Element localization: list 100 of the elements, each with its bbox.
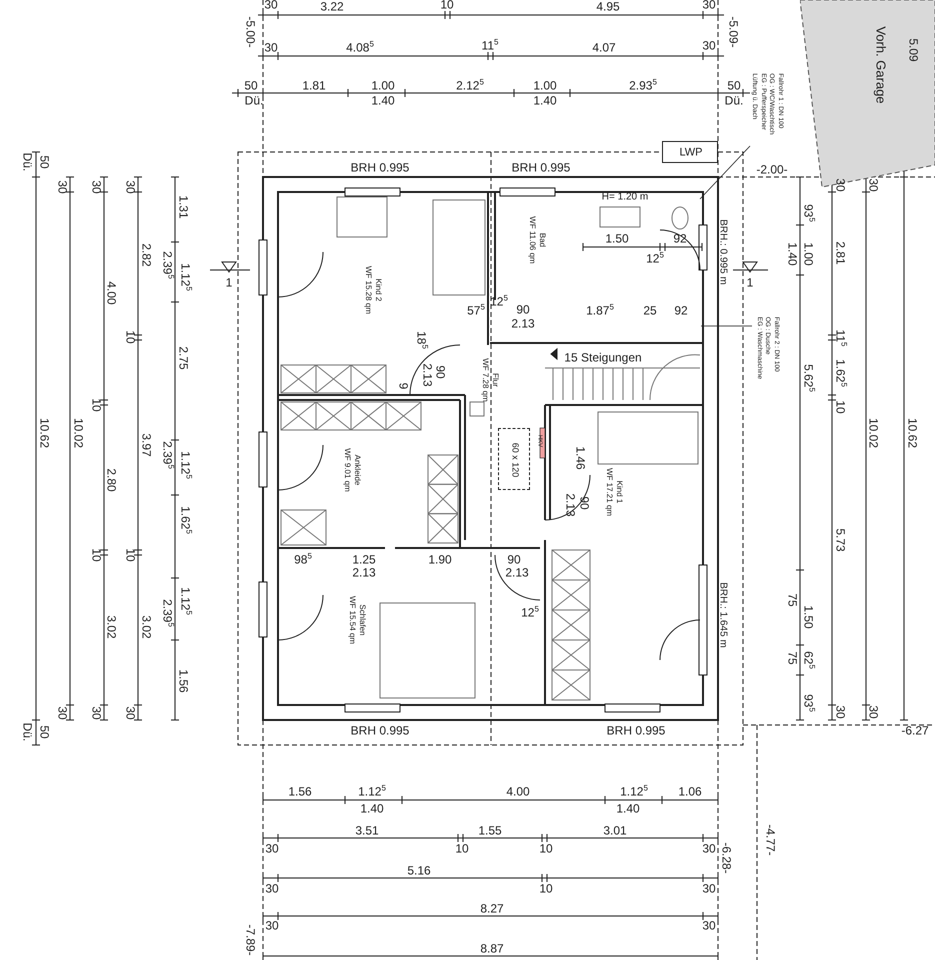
dimension-text: 3.51 [355,824,379,838]
dimension-text: 50 [38,725,50,739]
dimension-text: -6.28- [720,842,732,874]
dimension-text: 8.87 [480,942,504,956]
dimension-text: 3.02 [104,615,118,639]
dimension-text: 30 [90,180,102,194]
dimension-text: 30 [124,180,136,194]
leader-line [700,146,750,200]
dimension-text: 1.12$^{5}$ [358,786,386,798]
dimension-text: 4.00 [506,786,530,798]
equipment-box [662,141,718,163]
dimension-text: Dü. [20,152,34,172]
dimension-text: 3.97 [140,433,152,457]
dimension-text: 1.00 [371,80,395,92]
dimension-text: -5.00- [244,16,256,48]
dimension-text: 2.81 [834,241,846,265]
hatch-outline [498,428,530,490]
dimension-text: 2.13 [420,363,434,387]
dimension-text: 30 [866,705,880,719]
dimension-text: 57$^{5}$ [467,304,485,318]
dimension-text: 30 [265,882,279,896]
dimension-text: 10 [539,882,553,896]
dimension-text: 10.62 [906,418,918,448]
dimension-text: 1.50 [605,232,629,246]
dimension-text: 30 [702,842,716,856]
area-label: Vorh. Garage [874,26,888,104]
dimension-text: 90 [507,554,521,566]
dimension-text: 3.02 [140,615,152,639]
dimension-text: 4.00 [104,281,118,305]
dimension-text: BRH 0.995 [350,162,410,174]
dimension-text: 4.08$^{5}$ [346,42,374,54]
dimension-text: 50 [244,80,258,92]
dimension-text: 30 [265,842,279,856]
dimension-text: -2.00- [756,164,788,176]
stair-label: 15 Steigungen [564,352,642,364]
dimension-text: 60 x 120 [510,442,520,478]
dimension-text: 90 [516,304,530,316]
dimension-text: 1.25 [352,554,376,566]
dimension-text: 1.06 [678,786,702,798]
dimension-text: 10.02 [72,418,84,448]
dimension-text: 30 [702,920,716,932]
dimension-text: 9 [396,382,410,390]
dimension-text: 12$^{5}$ [521,606,539,620]
dimension-text: 4.07 [592,42,616,54]
floor-area: WF 15.54 qm [347,596,357,644]
dimension-text: BRH 0.995 [606,724,666,738]
dimension-text: 90 [434,365,446,379]
dimension-text: 1.40 [371,94,395,108]
floor-area: WF 7.28 qm [480,358,490,402]
dimension-text: 1.00 [802,242,814,266]
sill-height-label: BRH.: 0.995 m [716,219,730,285]
dimension-text: 98$^{5}$ [294,554,312,566]
dimension-text: 30 [56,180,68,194]
dimension-text: 50 [38,155,50,169]
dimension-text: 75 [786,651,798,665]
dimension-text: 92 [673,232,687,246]
dimension-text: 2.82 [140,243,152,267]
dimension-text: 11$^{5}$ [482,40,498,52]
dimension-text: 30 [834,178,846,192]
dimension-text: 1.40 [533,94,557,108]
room-name: Bad [537,232,547,248]
dimension-text: 30 [264,42,278,54]
dimension-text: -5.09- [726,16,740,48]
dimension-text: 1.00 [533,80,557,92]
dimension-text: 2.13 [511,318,535,330]
dimension-text: 10 [90,548,102,562]
room-name: Kind 2 [373,278,383,302]
room-name: Ankleide [352,454,362,486]
dimension-text: 2.93$^{5}$ [629,80,657,92]
dimension-text: -6.27 [901,724,929,738]
dimension-text: 75 [786,593,798,607]
dimension-text: 10.02 [866,418,880,448]
dimension-text: 10 [455,842,469,856]
dimension-text: 5.73 [834,528,846,552]
dimension-text: 30 [702,0,716,12]
dimension-text: 4.95 [596,0,620,14]
dimension-text: 10 [834,400,846,414]
dimension-text: 12$^{5}$ [646,252,664,266]
dimension-text: 1.40 [786,242,798,266]
dimension-text: 1.50 [802,605,814,629]
dimension-text: 2.13 [564,493,576,517]
equipment-label: LWP [679,146,703,160]
dimension-text: 50 [727,80,741,92]
dimension-text: 30 [265,920,279,932]
dimension-text: 30 [702,40,716,52]
section-mark-label: 1 [746,276,754,290]
dimension-text: 3.22 [320,0,344,14]
floor-area: WF 11.06 qm [527,216,537,264]
dimension-text: 5.09 [906,38,920,62]
dimension-text: 10 [90,398,102,412]
dimension-text: 90 [578,496,590,510]
dimension-text: 10 [440,0,454,12]
dimension-text: 1.87$^{5}$ [586,304,614,318]
floor-area: WF 15.28 qm [363,266,373,314]
dimension-text: 1.12$^{5}$ [620,786,648,798]
dimension-text: 8.27 [480,902,504,916]
dimension-text: 2.13 [352,566,376,580]
dimension-text: 5.16 [407,864,431,878]
dimension-text: 1.40 [360,802,384,816]
dimension-text: 1.40 [616,802,640,816]
